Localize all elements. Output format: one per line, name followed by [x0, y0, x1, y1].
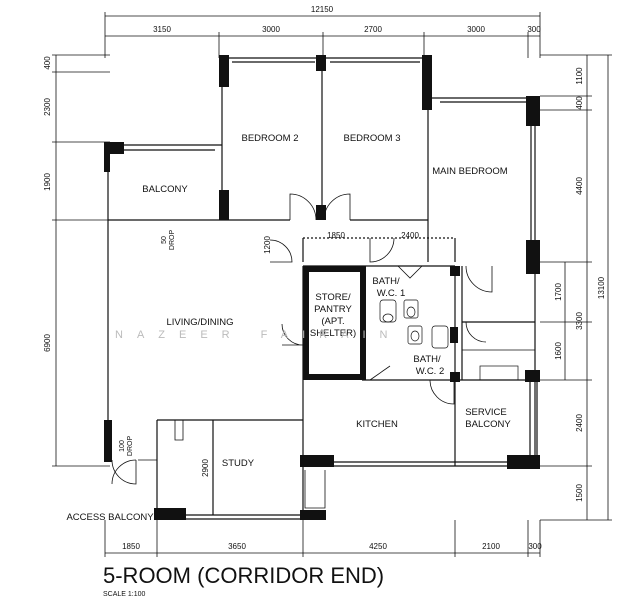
label-store-4: SHELTER) — [310, 328, 356, 339]
bottom-dim-4: 2100 — [482, 542, 500, 551]
label-main-bedroom: MAIN BEDROOM — [432, 166, 508, 177]
top-dim-2: 3000 — [262, 25, 280, 34]
overall-width-dim: 12150 — [311, 5, 334, 14]
top-dim-4: 3000 — [467, 25, 485, 34]
plan-scale: SCALE 1:100 — [103, 591, 146, 598]
bottom-dim-1: 1850 — [122, 542, 140, 551]
label-service-1: SERVICE — [465, 407, 507, 418]
right-dim-4: 1700 — [554, 283, 563, 301]
left-dim-4: 6900 — [43, 334, 52, 352]
top-dim-5: 300 — [527, 25, 541, 34]
right-dim-2: 400 — [575, 96, 584, 110]
label-kitchen: KITCHEN — [356, 419, 398, 430]
overall-height-dim: 13100 — [597, 276, 606, 299]
label-balcony: BALCONY — [142, 184, 188, 195]
bath-fixtures — [379, 299, 535, 381]
left-dim-3: 1900 — [43, 173, 52, 191]
label-bath-2a: BATH/ — [413, 354, 441, 365]
drop-50-label: DROP — [169, 230, 176, 251]
structural-columns — [104, 55, 540, 520]
label-store-3: (APT. — [321, 316, 344, 327]
label-store-1: STORE/ — [315, 292, 351, 303]
top-dim-1: 3150 — [153, 25, 171, 34]
right-dim-3: 4400 — [575, 177, 584, 195]
right-dim-6: 1600 — [554, 342, 563, 360]
watermark: NAZEER FAIRAIN — [115, 329, 401, 341]
bottom-dim-2: 3650 — [228, 542, 246, 551]
label-bath-2b: W.C. 2 — [416, 366, 445, 377]
drop-50-value: 50 — [161, 236, 168, 244]
label-living-dining: LIVING/DINING — [166, 317, 233, 328]
right-dim-1: 1100 — [575, 67, 584, 85]
bottom-dim-3: 4250 — [369, 542, 387, 551]
left-dim-1: 400 — [43, 56, 52, 70]
interior-dim-1200: 1200 — [263, 236, 272, 254]
interior-dim-2400: 2400 — [401, 231, 419, 240]
drop-100-label: DROP — [127, 436, 134, 457]
top-dimension-lines — [104, 12, 541, 58]
label-bedroom-2: BEDROOM 2 — [241, 133, 298, 144]
doors — [111, 193, 493, 509]
drop-100-value: 100 — [119, 440, 126, 452]
label-bedroom-3: BEDROOM 3 — [343, 133, 400, 144]
interior-dim-2900: 2900 — [201, 459, 210, 477]
right-dim-8: 1500 — [575, 484, 584, 502]
plan-title: 5-ROOM (CORRIDOR END) — [103, 563, 384, 588]
top-dim-3: 2700 — [364, 25, 382, 34]
right-dim-5: 3300 — [575, 312, 584, 330]
label-service-2: BALCONY — [465, 419, 511, 430]
label-bath-1b: W.C. 1 — [377, 288, 406, 299]
label-access-balcony: ACCESS BALCONY — [66, 512, 154, 523]
label-bath-1a: BATH/ — [372, 276, 400, 287]
bottom-dim-5: 300 — [528, 542, 542, 551]
store-shelter-walls — [303, 266, 366, 380]
left-dimension-lines — [52, 54, 110, 467]
left-dim-2: 2300 — [43, 98, 52, 116]
bottom-dimension-lines — [104, 520, 541, 557]
right-dim-7: 2400 — [575, 414, 584, 432]
label-store-2: PANTRY — [314, 304, 352, 315]
walls — [107, 57, 538, 520]
interior-dim-1850: 1850 — [327, 231, 345, 240]
right-dimension-lines — [540, 54, 612, 521]
label-study: STUDY — [222, 458, 255, 469]
